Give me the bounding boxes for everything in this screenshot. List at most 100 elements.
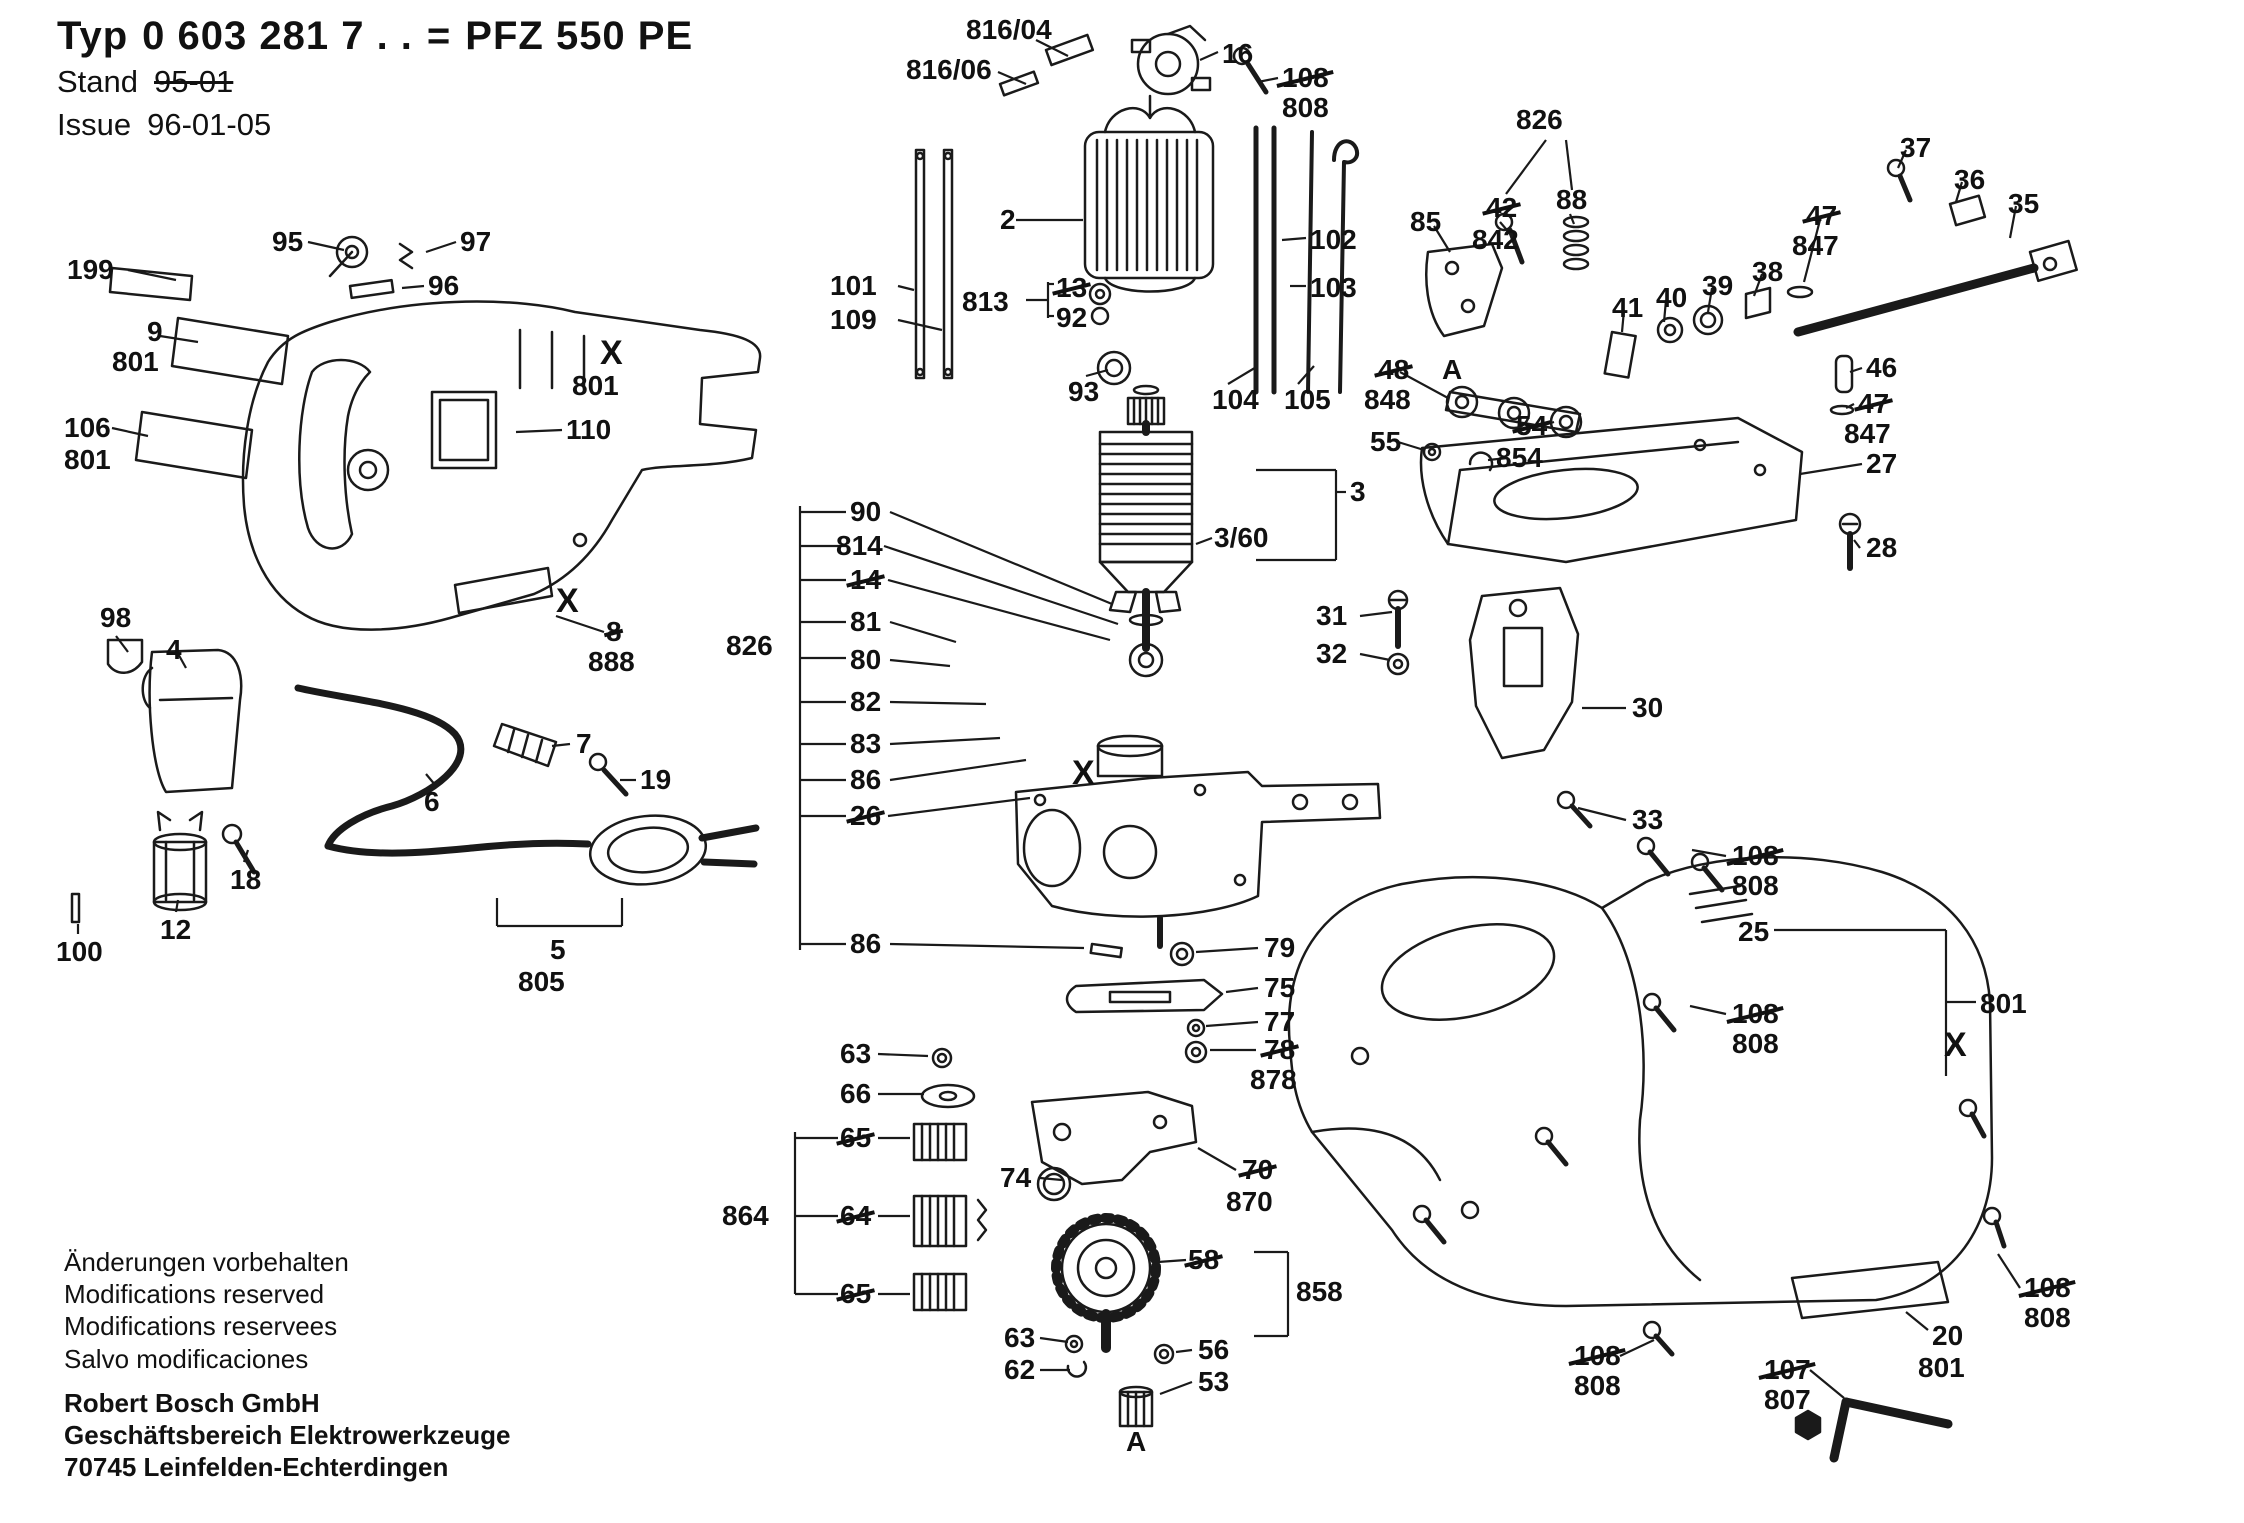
leader-line [889,700,987,706]
gearbox-drawing [1014,734,1382,1064]
model-name: PFZ 550 PE [465,14,694,58]
leader-line [515,428,563,434]
cross-mark: X [556,582,579,620]
part-number-label: 78 [1264,1034,1296,1065]
shaft-washers-drawing [1088,282,1132,386]
part-number-label: 106 [64,412,111,443]
leader-line [1809,1369,1845,1399]
bearing-sleeves-drawing [912,1047,1072,1312]
cross-mark: X [1944,1026,1967,1064]
leader-line [877,1052,929,1058]
leader-line [889,736,1001,746]
part-number-label: 80 [850,644,882,675]
part-number-label: 41 [1612,292,1644,323]
leader-line [889,942,1085,950]
part-number-label: 808 [1732,1028,1779,1059]
part-number-label: 26 [850,800,882,831]
part-number-label: 108 [1574,1340,1621,1371]
leader-line [1281,236,1307,242]
part-number-label: 70 [1242,1154,1274,1185]
part-number-label: 3/60 [1214,522,1269,553]
armature-drawing [1098,384,1194,678]
leader-line [889,758,1027,782]
leader-line [2008,205,2018,239]
leader-line [1620,309,1626,333]
cross-mark: X [600,334,623,372]
part-number-label: 801 [572,370,619,401]
part-number-label: 74 [1000,1162,1032,1193]
part-number-label: 816/06 [906,54,992,85]
part-number-label: 9 [147,316,163,347]
part-number-label: 847 [1792,230,1839,261]
leader-line [1564,139,1574,191]
part-number-label: 108 [1282,62,1329,93]
leader-line [1175,1348,1193,1354]
part-number-label: 870 [1226,1186,1273,1217]
part-number-label: 66 [840,1078,872,1109]
leader-line [1197,1147,1237,1171]
part-number-label: 88 [1556,184,1588,215]
part-number-label: 102 [1310,224,1357,255]
part-number-label: 864 [722,1200,769,1231]
part-number-label: 6 [424,786,440,817]
equals-sign: = [426,14,452,58]
part-number-label: 807 [1764,1384,1811,1415]
part-number-label: 103 [1310,272,1357,303]
part-number-label: 82 [850,686,882,717]
part-number-label: 58 [1188,1244,1220,1275]
issue-value: 96-01-05 [147,106,272,142]
part-number-label: 801 [1980,988,2027,1019]
leader-line [1297,365,1315,385]
part-number-label: 85 [1410,206,1442,237]
footer-note: Salvo modificaciones [64,1343,309,1374]
part-number-label: A [1126,1426,1147,1457]
leader-line [1225,986,1259,994]
footer-block: Änderungen vorbehalten Modifications res… [64,1246,511,1484]
leader-line [159,334,199,344]
leader-line [1159,1380,1193,1396]
part-number-label: 104 [1212,384,1259,415]
foot-plate-drawing [1386,416,1862,829]
leader-line [401,284,425,290]
leader-line [1691,848,1727,858]
counterweight-lever-drawing [1030,1090,1198,1186]
leader-line [1706,287,1714,313]
part-number-label: 92 [1056,302,1088,333]
part-number-label: 4 [166,634,182,665]
part-number-label: 16 [1222,38,1254,69]
part-number-label: 97 [460,226,492,257]
part-number-label: 39 [1702,270,1734,301]
leader-line [1397,440,1425,452]
part-number-label: 13 [1056,272,1088,303]
leader-line [1195,946,1259,954]
part-number-label: 808 [1282,92,1329,123]
part-number-label: 826 [1516,104,1563,135]
part-number-label: 83 [850,728,882,759]
part-number-label: 854 [1496,442,1543,473]
part-number-label: 7 [576,728,592,759]
part-number-label: 77 [1264,1006,1296,1037]
leader-line [887,578,1111,642]
part-number-label: 801 [64,444,111,475]
part-number-label: 81 [850,606,882,637]
leader-line [1619,1339,1655,1357]
leader-line [1039,1176,1063,1182]
company-name: Robert Bosch GmbH [64,1387,320,1418]
part-number-label: 48 [1378,354,1410,385]
leader-line [1802,219,1822,283]
leader-line [889,510,1113,606]
leader-line [1568,213,1576,225]
leader-line [889,658,951,668]
leader-line [127,268,177,282]
part-number-label: 25 [1738,916,1770,947]
part-number-label: 31 [1316,600,1348,631]
leader-line [555,614,605,634]
motor-housing-left-drawing [241,300,762,631]
part-number-label: 35 [2008,188,2040,219]
